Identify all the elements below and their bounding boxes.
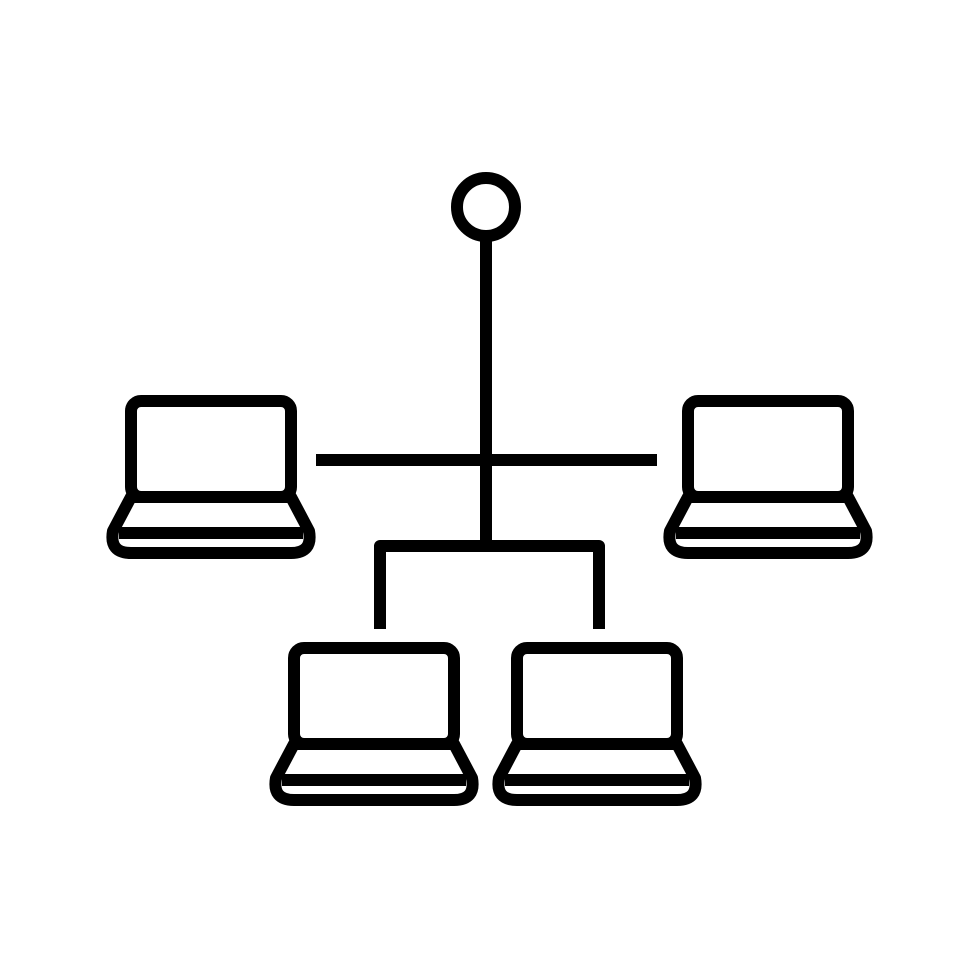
laptop-group: [106, 395, 873, 806]
branch-line: [374, 540, 605, 629]
connection-lines: [316, 236, 657, 629]
laptop-base: [492, 738, 702, 806]
laptop-icon-bottom-left: [269, 642, 479, 806]
laptop-base: [663, 491, 873, 559]
hub-node-icon: [451, 172, 521, 242]
laptop-icon-left: [106, 395, 316, 559]
laptop-base: [269, 738, 479, 806]
laptop-icon-right: [663, 395, 873, 559]
laptop-icon-bottom-right: [492, 642, 702, 806]
laptop-base: [106, 491, 316, 559]
hub-circle: [451, 172, 521, 242]
